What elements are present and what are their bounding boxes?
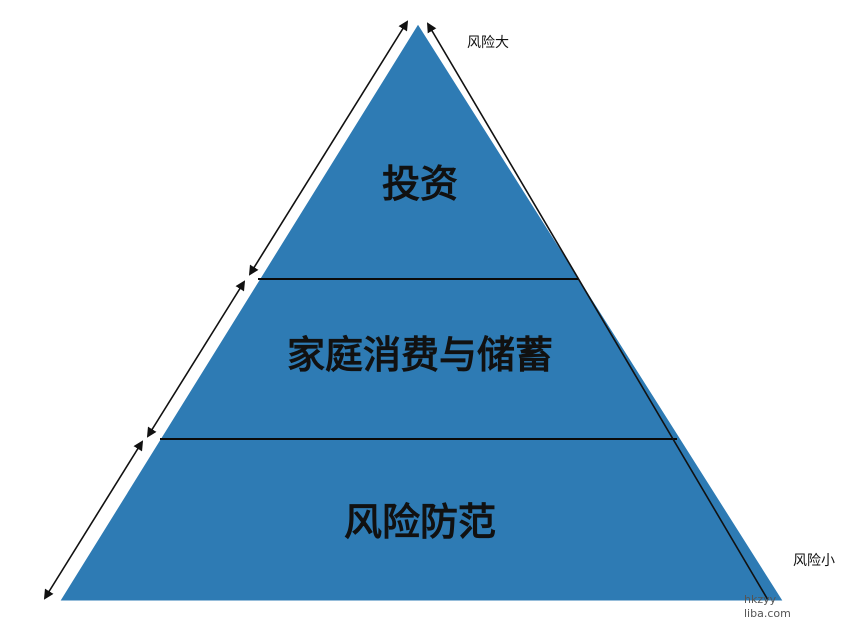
watermark-line-2: liba.com [744,607,791,620]
watermark-line-1: hkzyy [744,593,777,606]
left-arrow-top-tier [248,20,409,276]
tier-label-consumption-savings: 家庭消费与储蓄 [287,333,553,377]
left-arrow-middle-tier [146,280,246,438]
tier-label-risk-prevention: 风险防范 [344,500,496,544]
tier-label-investment: 投资 [382,162,458,206]
risk-high-label: 风险大 [467,35,509,51]
left-arrow-bottom-tier [43,440,144,600]
right-risk-arrow [426,22,769,601]
risk-low-label: 风险小 [793,553,835,569]
